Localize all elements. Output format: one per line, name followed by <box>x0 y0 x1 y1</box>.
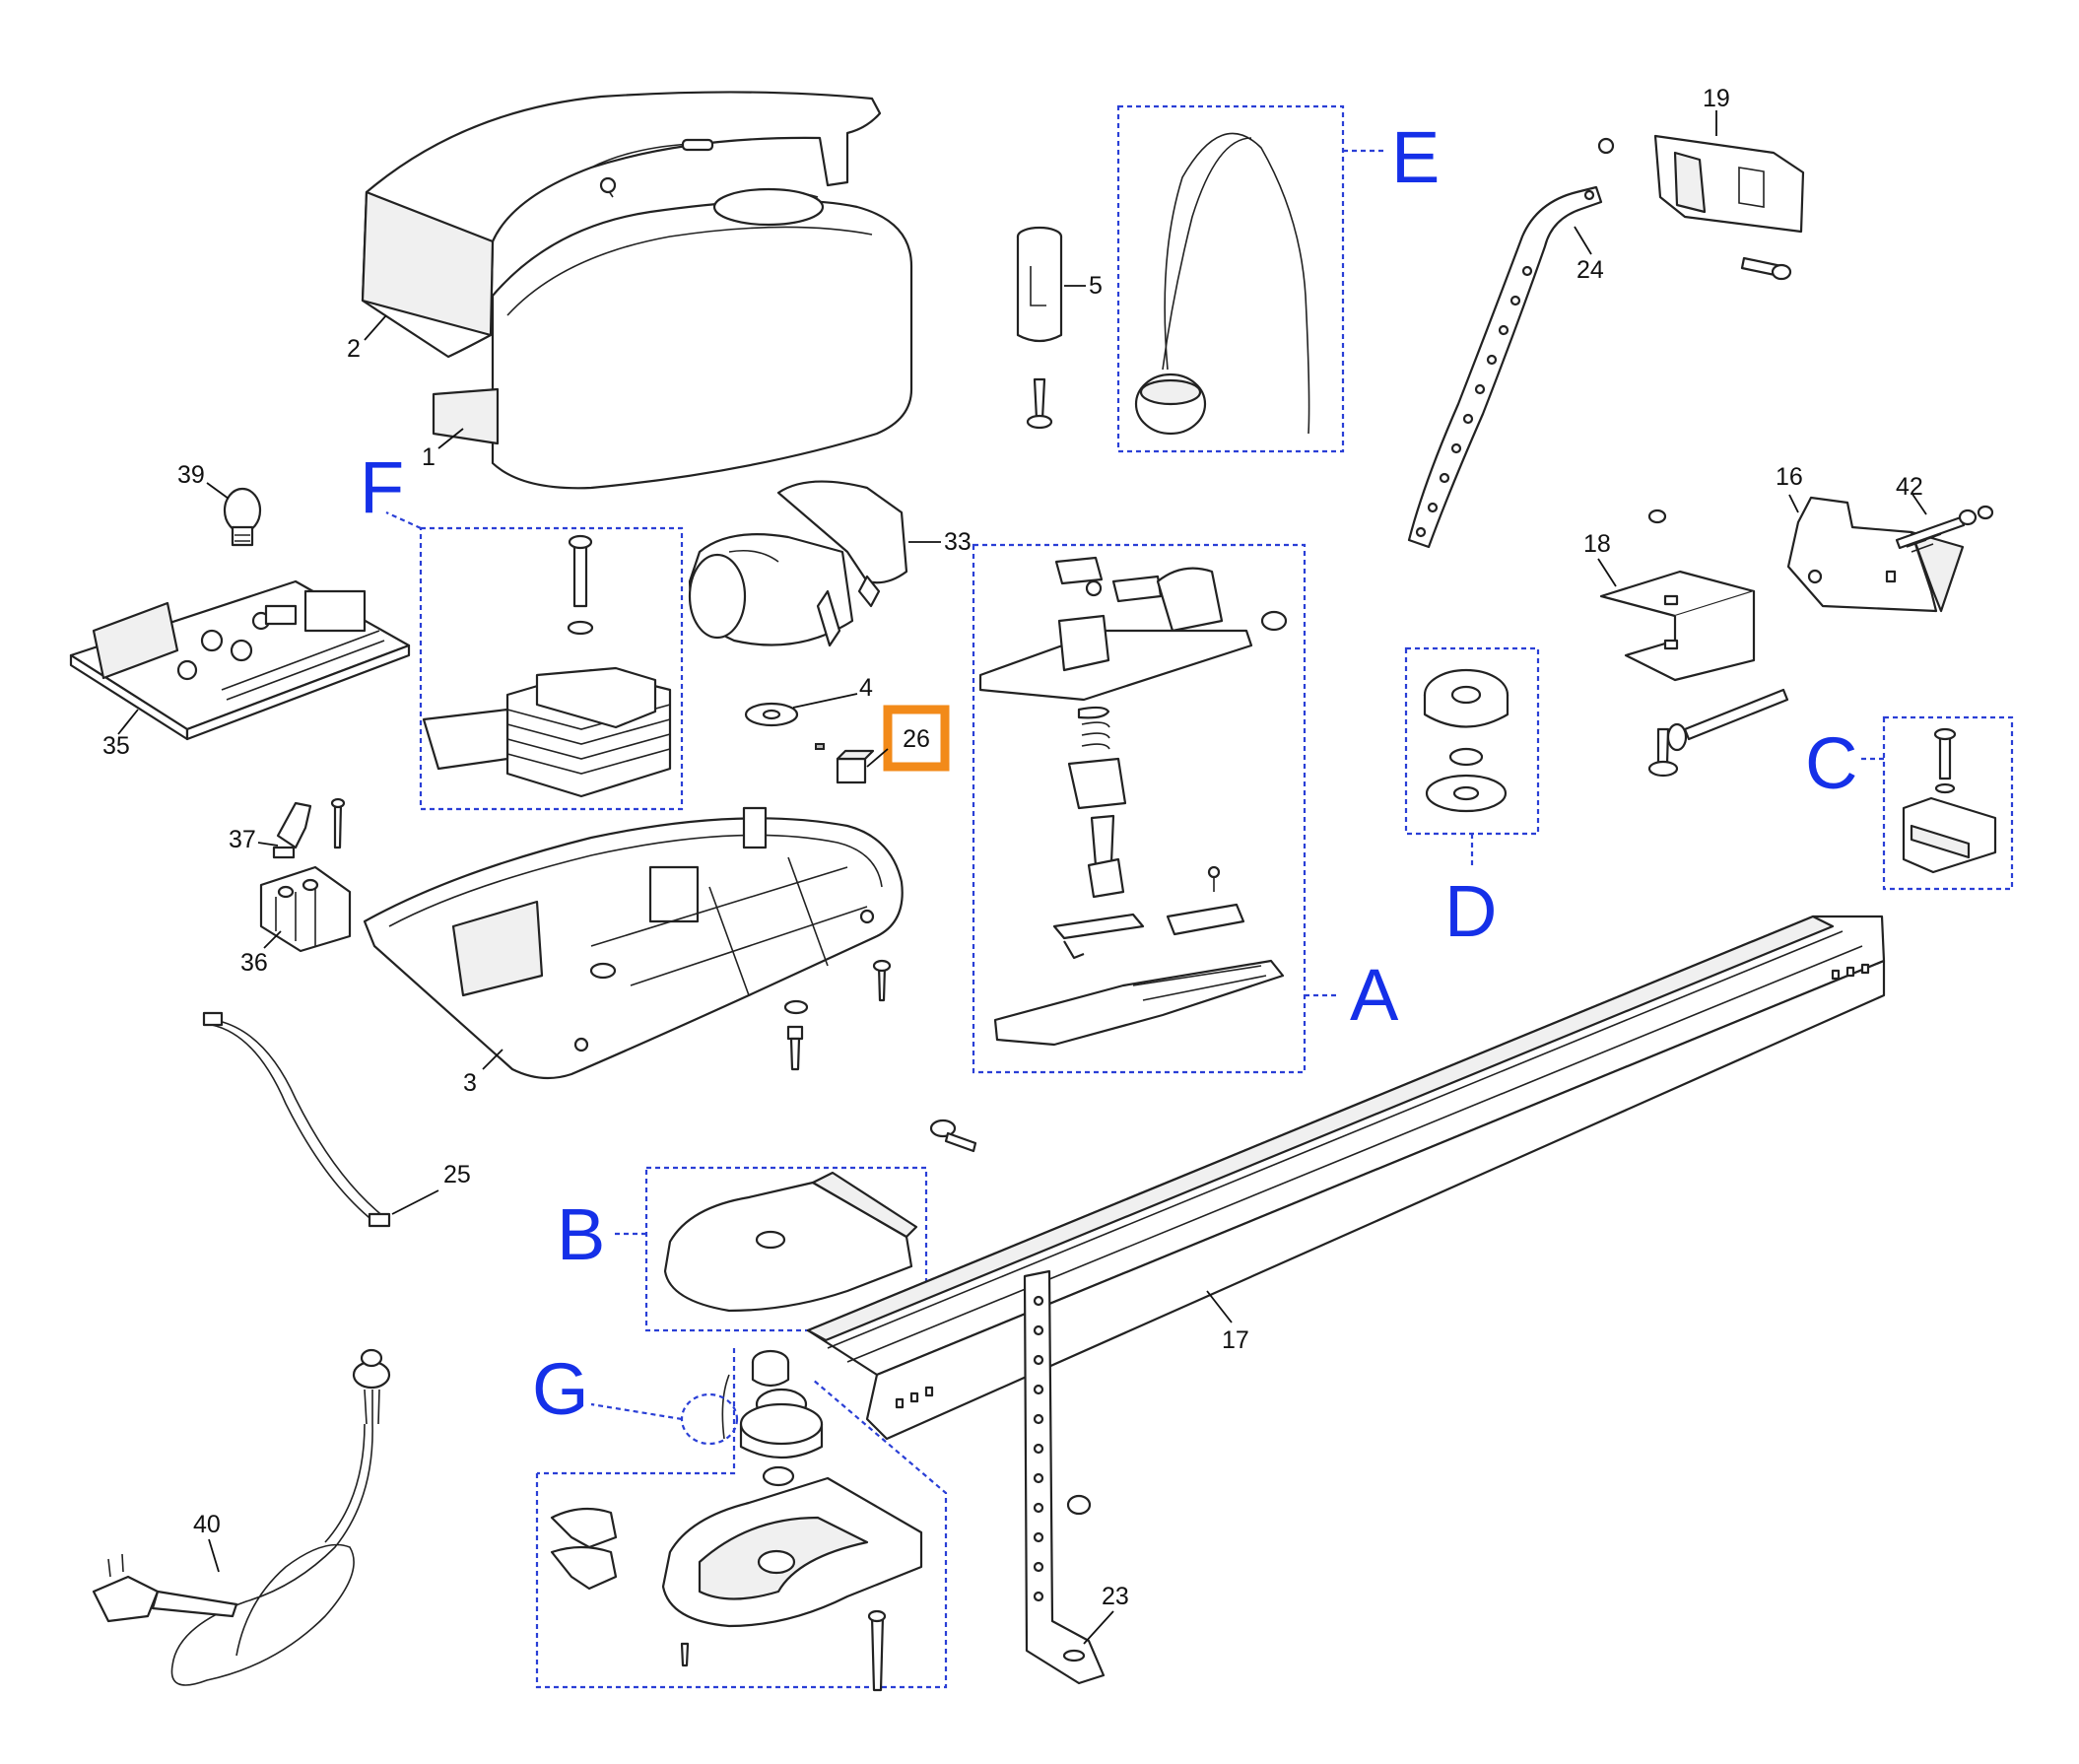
leader-4 <box>792 693 858 709</box>
part-4-washer <box>744 702 799 727</box>
group-g-pulley <box>721 1349 824 1487</box>
callout-5: 5 <box>1089 272 1103 300</box>
part-24-curved-arm <box>1407 185 1603 549</box>
callout-37: 37 <box>229 826 256 853</box>
part-5-coupling <box>1016 226 1063 430</box>
group-label-a: A <box>1350 954 1399 1036</box>
leader-17 <box>1206 1290 1233 1323</box>
part-2-cover-lid <box>361 91 882 359</box>
part-19-wall-bracket <box>1597 134 1805 234</box>
group-a-carriage <box>978 556 1288 1047</box>
callout-19: 19 <box>1703 85 1730 112</box>
leader-g <box>590 1402 683 1421</box>
rail-bolt <box>929 1119 977 1153</box>
part-25-wire-harness <box>202 1011 391 1228</box>
lower-group-outline <box>535 1379 948 1689</box>
group-d-drive-gears <box>1423 668 1509 813</box>
part-35-control-board <box>69 579 411 741</box>
leader-1 <box>437 428 464 449</box>
leader-f <box>385 510 422 530</box>
callout-25: 25 <box>443 1161 471 1188</box>
part-36-terminal-block <box>259 865 352 953</box>
part-37-fuse-holder <box>272 797 346 859</box>
callout-36: 36 <box>240 949 268 977</box>
group-f-transformer <box>422 534 672 798</box>
group-label-c: C <box>1805 722 1857 804</box>
callout-40: 40 <box>193 1511 221 1538</box>
group-e-release-cord <box>1134 132 1310 436</box>
callout-33: 33 <box>944 528 972 556</box>
group-label-e: E <box>1391 116 1440 198</box>
group-c-guide-bracket <box>1902 727 1997 874</box>
group-c-outline <box>1882 715 2014 891</box>
group-label-b: B <box>557 1193 605 1275</box>
callout-1: 1 <box>422 443 436 471</box>
callout-3: 3 <box>463 1069 477 1097</box>
group-g-outline-l <box>537 1348 736 1475</box>
leader-37 <box>257 842 279 847</box>
group-g-circle <box>680 1392 739 1446</box>
part-3-base-chassis <box>363 806 904 1080</box>
part-26-block <box>815 743 875 784</box>
callout-24: 24 <box>1576 256 1604 284</box>
part-16-clamp-bracket <box>1786 496 1965 613</box>
callout-35: 35 <box>102 732 130 760</box>
callout-23: 23 <box>1102 1583 1129 1610</box>
part-1-motor-housing <box>432 187 913 490</box>
group-f-outline <box>419 526 684 811</box>
group-b-end-cover <box>663 1171 918 1313</box>
leader-23 <box>1083 1610 1114 1645</box>
leader-40 <box>208 1538 220 1573</box>
carriage-bolts <box>1647 688 1789 778</box>
callout-18: 18 <box>1583 530 1611 558</box>
leader-35 <box>117 709 139 735</box>
leader-16 <box>1788 494 1799 513</box>
group-label-g: G <box>532 1348 589 1430</box>
leader-18 <box>1597 558 1617 587</box>
leader-3 <box>482 1049 503 1070</box>
lower-pulley-housing <box>550 1476 923 1692</box>
leader-39 <box>206 482 230 500</box>
group-a-outline <box>972 543 1307 1074</box>
leader-25 <box>391 1189 439 1215</box>
callout-4: 4 <box>859 674 873 702</box>
callout-42: 42 <box>1896 473 1923 501</box>
leader-24 <box>1574 226 1592 255</box>
group-e-outline <box>1116 104 1345 453</box>
part-23-support-bracket <box>1023 1269 1106 1685</box>
callout-26: 26 <box>903 725 930 753</box>
callout-39: 39 <box>177 461 205 489</box>
part-18-bracket-plate <box>1599 509 1756 682</box>
part-17-rail <box>806 915 1886 1441</box>
part-39-bulb <box>223 487 262 547</box>
part-19-bolt <box>1740 256 1792 281</box>
group-label-d: D <box>1444 870 1497 952</box>
leader-2 <box>364 314 387 341</box>
part-40-power-cord <box>92 1348 391 1686</box>
leader-36 <box>263 930 282 949</box>
part-42-spring-bolt <box>1895 505 1994 553</box>
callout-2: 2 <box>347 335 361 363</box>
leader-26 <box>866 748 889 768</box>
highlight-26 <box>883 705 950 772</box>
callout-16: 16 <box>1776 463 1803 491</box>
base-screws <box>783 959 892 1071</box>
leader-42 <box>1911 492 1927 515</box>
group-label-f: F <box>360 446 404 528</box>
part-33-gear-motor <box>688 480 908 647</box>
callout-17: 17 <box>1222 1326 1249 1354</box>
